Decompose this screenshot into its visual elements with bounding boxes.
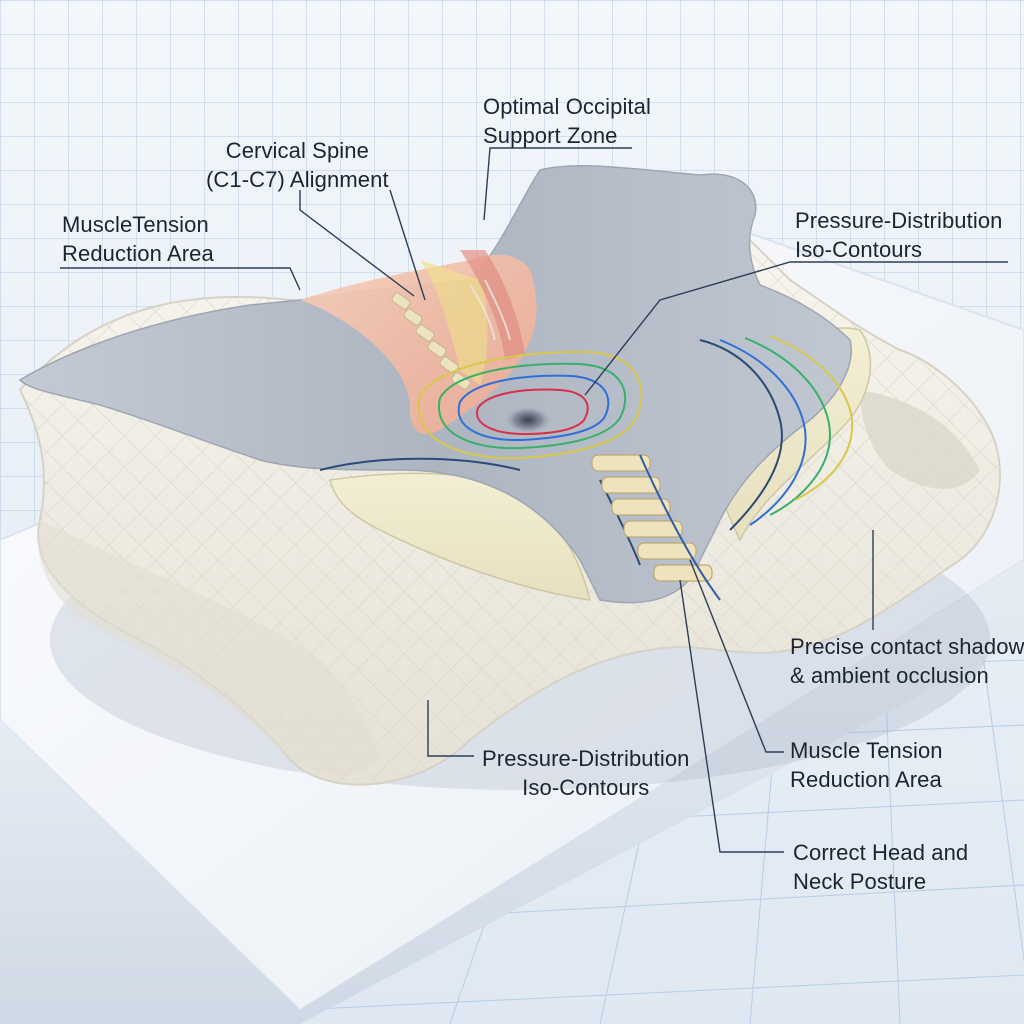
label-pressure-bottom-line2: Iso-Contours (522, 775, 650, 800)
label-pressure-contours-bottom: Pressure-Distribution Iso-Contours (482, 744, 690, 802)
label-pressure-contours-top: Pressure-Distribution Iso-Contours (795, 206, 1003, 264)
lower-spine-vertebrae (591, 454, 721, 601)
label-muscle-tension-bottom: Muscle Tension Reduction Area (790, 736, 943, 794)
label-muscle-bottom-line2: Reduction Area (790, 767, 942, 792)
label-contact-shadow: Precise contact shadow & ambient occlusi… (790, 632, 1024, 690)
label-shadow-line2: & ambient occlusion (790, 663, 989, 688)
label-occipital-line1: Optimal Occipital (483, 94, 651, 119)
label-occipital-support-zone: Optimal Occipital Support Zone (483, 92, 651, 150)
label-head-neck-posture: Correct Head and Neck Posture (793, 838, 968, 896)
label-occipital-line2: Support Zone (483, 123, 618, 148)
label-pressure-bottom-line1: Pressure-Distribution (482, 746, 690, 771)
leader-lines (60, 147, 1008, 853)
label-cervical-spine-alignment: Cervical Spine (C1-C7) Alignment (206, 136, 389, 194)
pressure-contours (319, 335, 854, 566)
label-pressure-top-line1: Pressure-Distribution (795, 208, 1003, 233)
label-posture-line2: Neck Posture (793, 869, 927, 894)
label-muscle-bottom-line1: Muscle Tension (790, 738, 943, 763)
label-muscle-top-line2: Reduction Area (62, 241, 214, 266)
label-cervical-line1: Cervical Spine (225, 138, 369, 163)
label-posture-line1: Correct Head and (793, 840, 969, 865)
label-muscle-top-line1: MuscleTension (62, 212, 209, 237)
label-pressure-top-line2: Iso-Contours (795, 237, 923, 262)
label-cervical-line2: (C1-C7) Alignment (206, 167, 389, 192)
label-shadow-line1: Precise contact shadow (790, 634, 1024, 659)
label-muscle-tension-top: MuscleTension Reduction Area (62, 210, 214, 268)
